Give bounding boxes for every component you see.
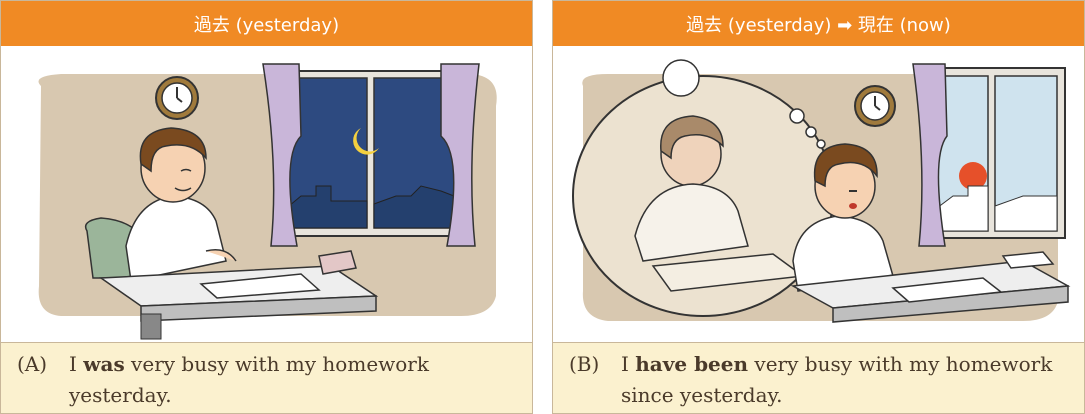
desk — [98, 250, 379, 340]
caption-text: I was very busy with my homework yesterd… — [69, 352, 429, 407]
caption-text: I have been very busy with my homework s… — [621, 352, 1053, 407]
desk — [790, 251, 1071, 323]
caption-a: (A) I was very busy with my homework yes… — [1, 342, 532, 413]
caption-label: (A) — [17, 352, 48, 376]
sunrise-window — [912, 63, 1066, 247]
illustration-morning — [553, 46, 1084, 342]
verb-highlight: was — [83, 352, 125, 376]
boy-studying-figure — [125, 127, 237, 282]
clock-icon — [155, 76, 199, 120]
caption-b: (B) I have been very busy with my homewo… — [553, 342, 1084, 413]
tired-boy-figure — [792, 143, 894, 292]
clock-icon — [854, 85, 896, 127]
panel-header: 過去 (yesterday) ➡ 現在 (now) — [553, 1, 1084, 46]
panel-header: 過去 (yesterday) — [1, 1, 532, 46]
verb-highlight: have been — [635, 352, 749, 376]
illustration-past-night — [1, 46, 532, 342]
memory-thought-bubble — [572, 59, 834, 317]
panel-past: 過去 (yesterday) — [0, 0, 533, 414]
night-window — [262, 63, 480, 247]
panel-past-to-present: 過去 (yesterday) ➡ 現在 (now) — [552, 0, 1085, 414]
caption-label: (B) — [569, 352, 600, 376]
